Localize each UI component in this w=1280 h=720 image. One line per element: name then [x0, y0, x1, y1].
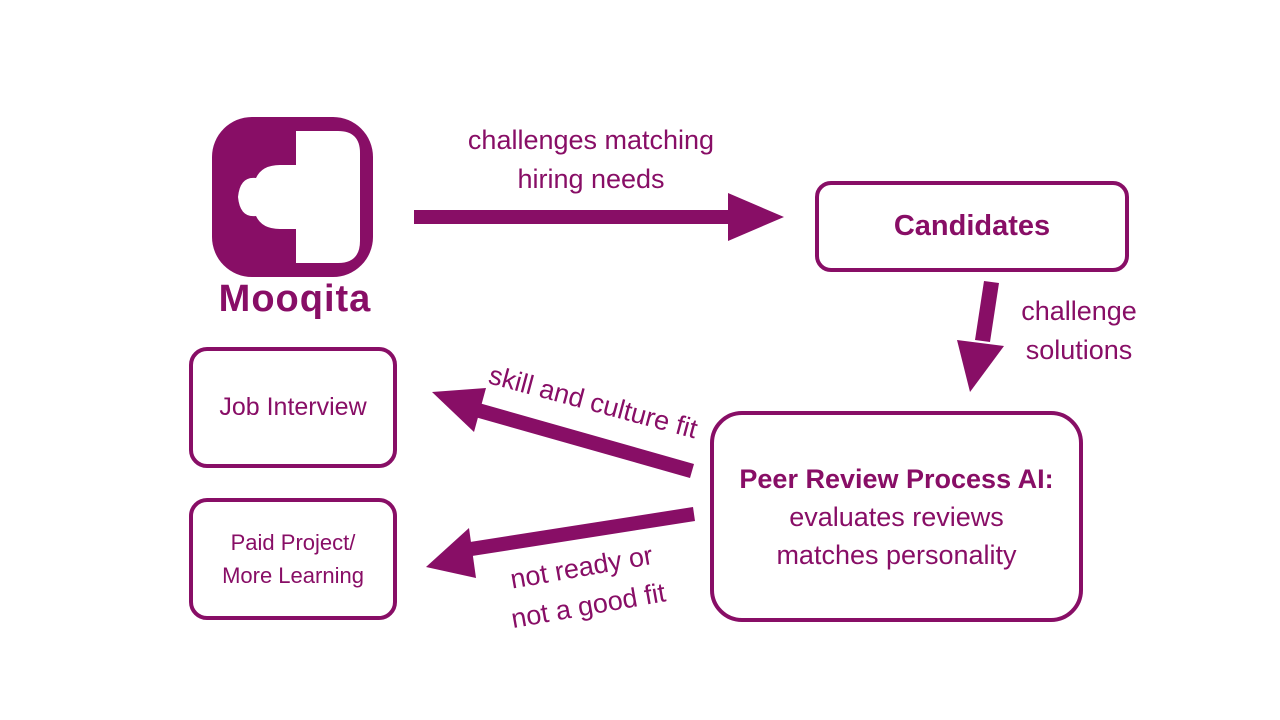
edge-label-line: hiring needs: [517, 164, 665, 194]
node-line: Paid Project/: [230, 530, 356, 555]
node-line: evaluates reviews: [789, 501, 1004, 532]
puzzle-piece-icon: [212, 117, 373, 277]
edge-label-to-candidates: challenges matching hiring needs: [451, 121, 731, 199]
arrow-to-paid-project: [426, 507, 695, 578]
arrow-to-candidates: [414, 193, 784, 241]
edge-label-to-peer-review: challenge solutions: [1010, 292, 1148, 370]
logo-wordmark: Mooqita: [218, 278, 372, 320]
arrow-to-job-interview: [432, 388, 694, 478]
edge-label-line: solutions: [1025, 335, 1133, 365]
node-peer-review: Peer Review Process AI: evaluates review…: [710, 411, 1083, 622]
arrow-to-peer-review: [957, 281, 1004, 392]
node-title: Peer Review Process AI:: [739, 463, 1054, 494]
edge-label-line: challenges matching: [467, 125, 715, 155]
node-job-interview: Job Interview: [189, 347, 397, 468]
node-line: More Learning: [222, 563, 364, 588]
node-line: matches personality: [776, 539, 1017, 570]
edge-label-line: challenge: [1021, 296, 1137, 326]
node-label: Job Interview: [219, 393, 367, 421]
node-paid-project: Paid Project/ More Learning: [189, 498, 397, 620]
node-candidates: Candidates: [815, 181, 1129, 272]
node-label: Candidates: [893, 210, 1051, 242]
